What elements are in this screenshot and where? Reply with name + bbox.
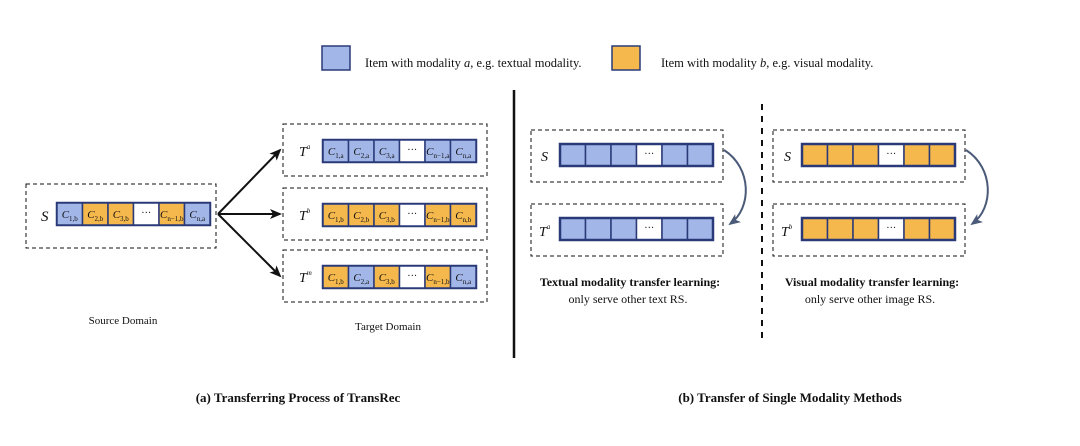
source-cell [183,202,211,226]
visual-source-symbol: S [784,150,791,165]
textual-source-ellipsis: ··· [644,149,654,160]
visual-target-cell [801,217,829,241]
visual-source-box [772,129,966,183]
target-box-m [282,249,488,303]
textual-source-symbol: S [541,150,548,165]
target-box-a [282,123,488,177]
transfer-arrow-to-a [217,148,282,215]
visual-target-cell [852,217,880,241]
textual-transfer-arrow [723,149,747,226]
panel-b: S Ta ··· ··· Textual modality transfer l… [530,129,989,405]
target-m-cell-label: ··· [407,271,417,282]
target-a-cell-label: Cn−1,a [426,146,450,160]
legend-swatch-modality-b [611,45,641,71]
target-domain-symbol-m: Tm [299,269,312,286]
visual-source-cell [801,143,829,167]
target-m-cell [449,265,477,289]
visual-source-cell [852,143,880,167]
target-a-cell-label: C1,a [328,146,345,160]
textual-source-sequence: ··· [558,142,715,168]
source-cell-label: C1,b [62,209,79,223]
source-cell-label: Cn−1,b [160,209,184,223]
visual-source-cell [826,143,854,167]
legend-label-modality-a: Item with modality a, e.g. textual modal… [365,56,582,70]
textual-source-cell [686,143,714,167]
target-domain-symbol-b: Tb [299,207,311,224]
textual-source-outline [558,142,715,168]
visual-source-sequence: ··· [800,142,957,168]
source-cell-label: Cn,a [189,209,206,223]
target-m-cell-label: Cn,a [455,272,472,286]
visual-title: Visual modality transfer learning: [785,275,959,289]
panel-a-caption: (a) Transferring Process of TransRec [196,390,401,405]
target-domain-label: Target Domain [355,321,421,333]
target-b-cell-label: Cn,b [455,210,472,224]
target-a-cell-label: C3,a [379,146,396,160]
source-domain-box [25,183,217,249]
visual-target-cell [903,217,931,241]
textual-title: Textual modality transfer learning: [540,275,720,289]
target-b-cell-label: ··· [407,209,417,220]
target-b-cell-label: Cn−1,b [426,210,450,224]
textual-target-ellipsis: ··· [644,223,654,234]
transfer-arrow-to-m [217,213,282,278]
visual-target-cell [928,217,956,241]
target-a-cell-label: ··· [407,145,417,156]
target-b-cell [449,203,477,227]
legend: Item with modality a, e.g. textual modal… [321,45,873,71]
legend-swatch-modality-a [321,45,351,71]
target-domain-symbol-a: Ta [299,143,311,160]
target-a-cell [449,139,477,163]
target-m-cell-label: C1,b [328,272,345,286]
visual-source-cell [903,143,931,167]
visual-transfer-arrow [965,149,989,226]
visual-source-cell [928,143,956,167]
source-cell-label: ··· [141,208,151,219]
textual-source-cell [559,143,587,167]
target-b-cell-label: C1,b [328,210,345,224]
visual-source-outline [800,142,957,168]
source-sequence: C1,b C2,b C3,b ··· Cn−1,b Cn,a [55,201,212,227]
visual-target-cell [826,217,854,241]
visual-source-ellipsis: ··· [886,149,896,160]
panel-b-caption: (b) Transfer of Single Modality Methods [678,390,902,405]
source-cell-label: C3,b [113,209,130,223]
textual-target-sequence: ··· [558,216,715,242]
textual-target-symbol: Ta [539,223,551,240]
visual-target-outline [800,216,957,242]
textual-source-cell [661,143,689,167]
visual-subtitle: only serve other image RS. [805,292,935,306]
target-b-cell-label: C2,b [353,210,370,224]
visual-target-symbol: Tb [781,223,793,240]
target-a-cell-label: C2,a [353,146,370,160]
textual-target-cell [559,217,587,241]
textual-target-cell [686,217,714,241]
textual-target-outline [558,216,715,242]
legend-label-modality-b: Item with modality b, e.g. visual modali… [661,56,873,70]
textual-target-box [530,203,724,257]
source-cell-label: C2,b [87,209,104,223]
source-domain-label: Source Domain [89,315,158,327]
visual-target-box [772,203,966,257]
visual-target-sequence: ··· [800,216,957,242]
target-b-cell-label: C3,b [379,210,396,224]
target-m-cell-label: C2,a [353,272,370,286]
textual-subtitle: only serve other text RS. [569,292,688,306]
target-a-cell-label: Cn,a [455,146,472,160]
textual-target-cell [584,217,612,241]
textual-target-cell [610,217,638,241]
textual-source-cell [584,143,612,167]
textual-source-box [530,129,724,183]
target-m-cell-label: Cn−1,b [426,272,450,286]
textual-target-cell [661,217,689,241]
source-domain-symbol: S [41,209,49,225]
textual-source-cell [610,143,638,167]
target-m-cell-label: C3,b [379,272,396,286]
target-box-b [282,187,488,241]
visual-target-ellipsis: ··· [886,223,896,234]
